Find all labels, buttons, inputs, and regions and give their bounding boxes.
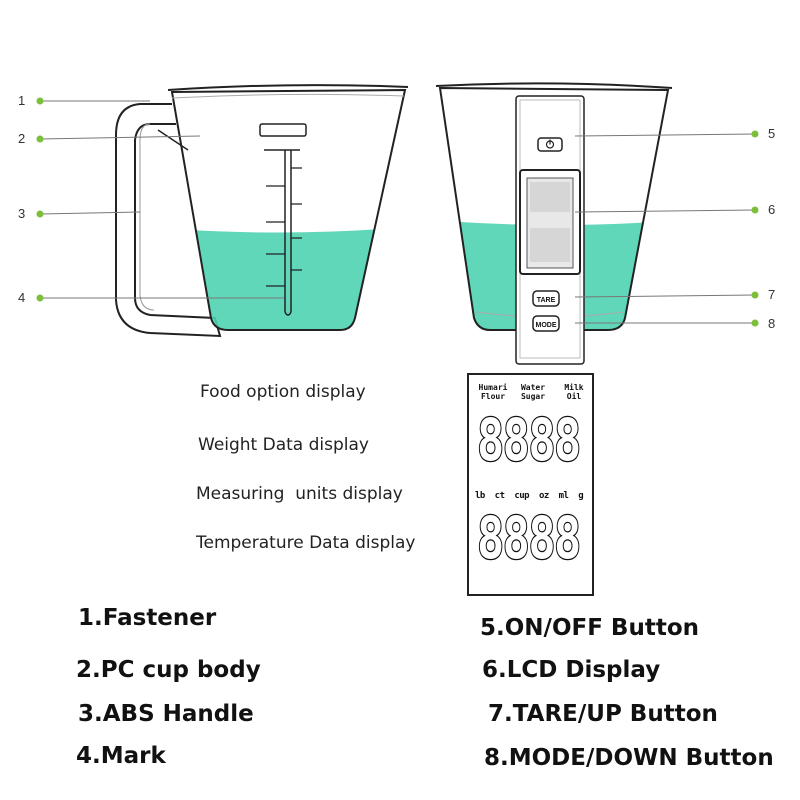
food-option-1-line1: Humari [478, 383, 508, 392]
abs-handle [115, 103, 222, 338]
left-cup [115, 84, 409, 338]
tare-button-text: TARE [537, 297, 556, 304]
food-option-label: Food option display [200, 382, 366, 402]
mode-button-text: MODE [536, 322, 557, 329]
legend-item-7: 7.TARE/UP Button [488, 701, 718, 727]
callout-1: 1 [18, 93, 26, 108]
legend-item-2: 2.PC cup body [76, 657, 261, 683]
leader-lines [36, 97, 759, 327]
mark-window [259, 123, 307, 137]
legend-item-1: 1.Fastener [78, 605, 217, 631]
food-option-3-line2: Oil [566, 392, 582, 401]
measuring-cup-diagram: TARE MODE [36, 82, 759, 365]
food-option-3-line1: Milk [564, 383, 584, 392]
units-row: lb ct cup oz ml g [475, 491, 584, 501]
food-option-1: Humari Flour [475, 383, 511, 401]
food-option-1-line2: Flour [480, 392, 506, 401]
lcd-detail-panel: Humari Flour Water Sugar Milk Oil 8888 l… [467, 373, 594, 596]
callout-8: 8 [768, 316, 776, 331]
legend-item-4: 4.Mark [76, 743, 166, 769]
mode-button-shape [532, 315, 560, 332]
right-cup: TARE MODE [435, 82, 673, 365]
food-option-2: Water Sugar [515, 383, 551, 401]
food-option-3: Milk Oil [559, 383, 589, 401]
tare-button-shape [532, 290, 560, 307]
food-option-2-line2: Sugar [520, 392, 546, 401]
mark-scale [264, 149, 300, 316]
weight-data-label: Weight Data display [198, 435, 369, 455]
legend-item-3: 3.ABS Handle [78, 701, 254, 727]
temperature-data-label: Temperature Data display [196, 533, 416, 553]
left-cup-liquid [172, 226, 405, 330]
callout-7: 7 [768, 287, 776, 302]
callout-2: 2 [18, 131, 26, 146]
weight-digits: 8888 [476, 406, 582, 474]
legend-item-5: 5.ON/OFF Button [480, 615, 699, 641]
temperature-digits: 8888 [476, 504, 582, 572]
callout-6: 6 [768, 202, 776, 217]
legend-item-6: 6.LCD Display [482, 657, 661, 683]
pc-cup-body [170, 88, 407, 331]
legend-item-8: 8.MODE/DOWN Button [484, 745, 774, 771]
callout-3: 3 [18, 206, 26, 221]
food-option-2-line1: Water [520, 383, 546, 392]
measuring-units-label: Measuring units display [196, 484, 403, 504]
callout-5: 5 [768, 126, 776, 141]
callout-4: 4 [18, 290, 26, 305]
